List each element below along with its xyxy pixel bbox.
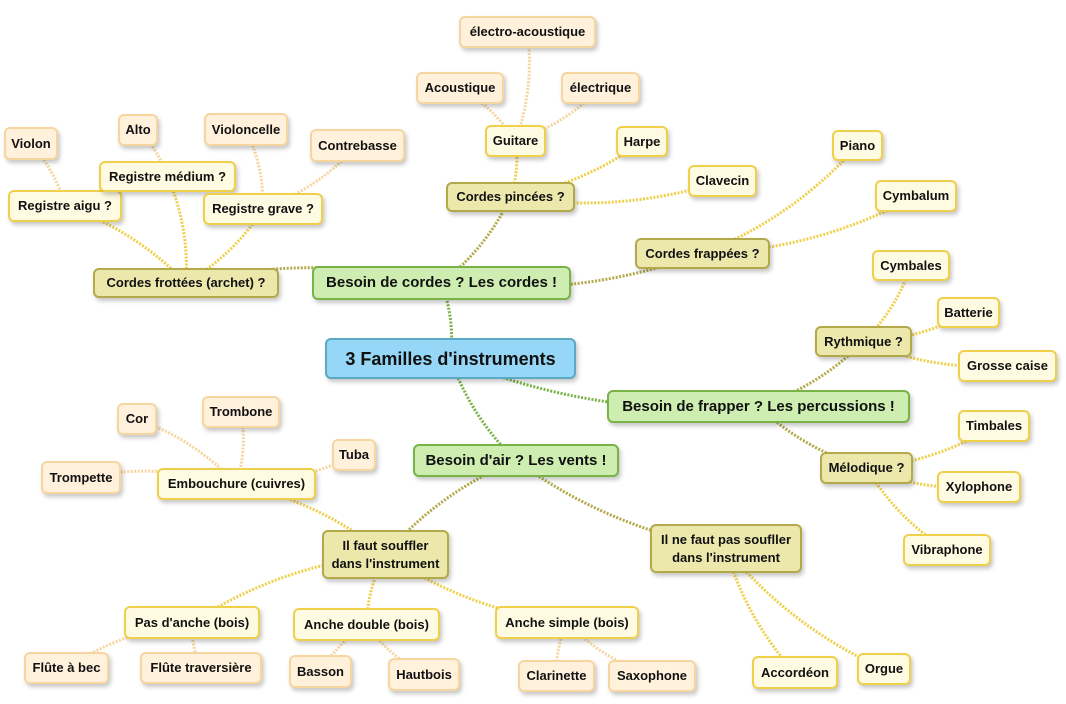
node-batterie[interactable]: Batterie — [937, 297, 1000, 328]
node-flute-traversiere[interactable]: Flûte traversière — [140, 652, 262, 684]
node-vibraphone[interactable]: Vibraphone — [903, 534, 991, 566]
node-pas-d-anche[interactable]: Pas d'anche (bois) — [124, 606, 260, 639]
node-violon[interactable]: Violon — [4, 127, 58, 160]
node-basson[interactable]: Basson — [289, 655, 352, 688]
node-acoustique[interactable]: Acoustique — [416, 72, 504, 104]
node-timbales[interactable]: Timbales — [958, 410, 1030, 442]
node-accordeon[interactable]: Accordéon — [752, 656, 838, 689]
node-flute-a-bec[interactable]: Flûte à bec — [24, 652, 109, 684]
node-contrebasse[interactable]: Contrebasse — [310, 129, 405, 162]
node-embouchure[interactable]: Embouchure (cuivres) — [157, 468, 316, 500]
node-anche-double[interactable]: Anche double (bois) — [293, 608, 440, 641]
node-saxophone[interactable]: Saxophone — [608, 660, 696, 692]
node-cordes[interactable]: Besoin de cordes ? Les cordes ! — [312, 266, 571, 300]
node-piano[interactable]: Piano — [832, 130, 883, 161]
node-il-ne-faut-pas-souffler[interactable]: Il ne faut pas soufller dans l'instrumen… — [650, 524, 802, 573]
connector-embouchure-trombone — [235, 411, 245, 485]
node-percussions[interactable]: Besoin de frapper ? Les percussions ! — [607, 390, 910, 423]
node-clavecin[interactable]: Clavecin — [688, 165, 757, 197]
node-orgue[interactable]: Orgue — [857, 653, 911, 685]
node-guitare[interactable]: Guitare — [485, 125, 546, 157]
node-hautbois[interactable]: Hautbois — [388, 658, 460, 691]
node-cordes-frappees[interactable]: Cordes frappées ? — [635, 238, 770, 269]
node-cordes-frottees[interactable]: Cordes frottées (archet) ? — [93, 268, 279, 298]
node-rythmique[interactable]: Rythmique ? — [815, 326, 912, 357]
node-electro-acoustique[interactable]: électro-acoustique — [459, 16, 596, 48]
node-melodique[interactable]: Mélodique ? — [820, 452, 913, 484]
node-registre-grave[interactable]: Registre grave ? — [203, 193, 323, 225]
connector-aigu-violon — [29, 142, 67, 207]
node-harpe[interactable]: Harpe — [616, 126, 668, 157]
node-anche-simple[interactable]: Anche simple (bois) — [495, 606, 639, 639]
node-trombone[interactable]: Trombone — [202, 396, 280, 428]
node-xylophone[interactable]: Xylophone — [937, 471, 1021, 503]
node-grosse-caise[interactable]: Grosse caise — [958, 350, 1057, 382]
node-tuba[interactable]: Tuba — [332, 439, 376, 471]
node-electrique[interactable]: électrique — [561, 72, 640, 104]
node-registre-aigu[interactable]: Registre aigu ? — [8, 190, 122, 222]
node-alto[interactable]: Alto — [118, 114, 158, 146]
node-cymbalum[interactable]: Cymbalum — [875, 180, 957, 212]
connector-souffler-anchedouble — [365, 553, 387, 625]
node-violoncelle[interactable]: Violoncelle — [204, 113, 288, 146]
node-cor[interactable]: Cor — [117, 403, 157, 435]
node-clarinette[interactable]: Clarinette — [518, 660, 595, 692]
node-il-faut-souffler[interactable]: Il faut souffler dans l'instrument — [322, 530, 449, 579]
node-root[interactable]: 3 Familles d'instruments — [325, 338, 576, 379]
node-cordes-pincees[interactable]: Cordes pincées ? — [446, 182, 575, 212]
node-cymbales[interactable]: Cymbales — [872, 250, 950, 281]
node-trompette[interactable]: Trompette — [41, 461, 121, 494]
node-registre-medium[interactable]: Registre médium ? — [99, 161, 236, 192]
node-vents[interactable]: Besoin d'air ? Les vents ! — [413, 444, 619, 477]
